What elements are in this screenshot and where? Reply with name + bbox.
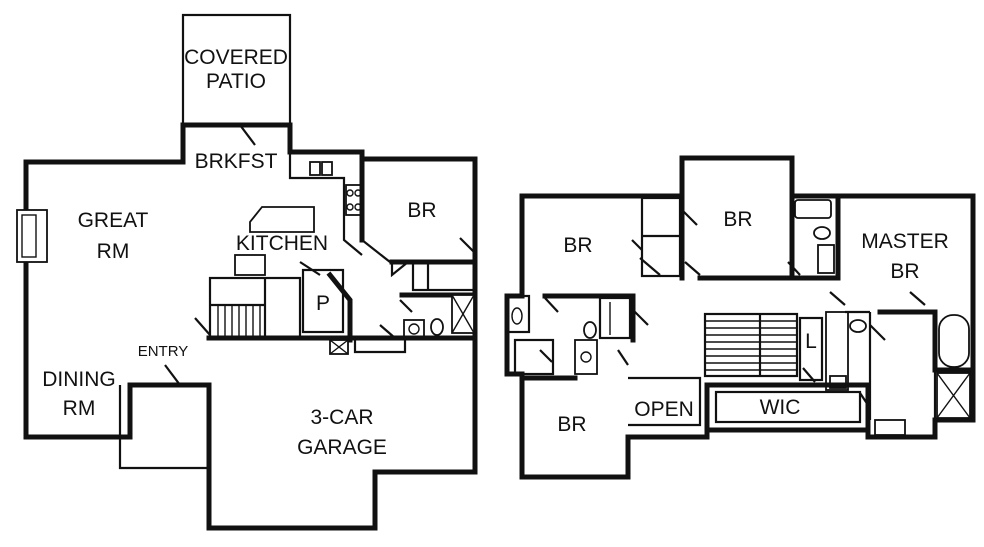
stair-treads: [217, 305, 261, 338]
entry-label: ENTRY: [138, 343, 189, 360]
toilet-icon-4: [583, 321, 597, 339]
wic-label: WIC: [760, 396, 801, 419]
bath-left-vanity: [574, 339, 598, 375]
main-level-labels: COVERED PATIO BRKFST GREAT RM KITCHEN BR…: [42, 46, 436, 459]
main-level-plan: [16, 13, 478, 531]
master-tub-icon: [938, 314, 970, 368]
bathtub-icon: [794, 199, 832, 219]
garage-label-1: 3-CAR: [310, 406, 373, 429]
dining-room-label-2: RM: [63, 397, 96, 420]
linen-label: L: [805, 330, 817, 353]
open-to-below: [628, 376, 702, 427]
pantry-label: P: [316, 292, 330, 315]
master-vanity: [825, 311, 849, 391]
upper-stairs: [703, 312, 799, 378]
upper-stair-treads: [705, 320, 797, 371]
kitchen-label: KITCHEN: [236, 232, 328, 255]
garage-label-2: GARAGE: [297, 436, 387, 459]
master-bedroom-label-2: BR: [890, 260, 919, 283]
wic-shelf: [714, 390, 862, 424]
upper-level-plan: [504, 155, 976, 480]
toilet-icon-2: [813, 226, 831, 240]
vanity-icon: [817, 244, 835, 274]
linen-closet: [798, 316, 824, 382]
upper-bedroom-center-label: BR: [723, 208, 752, 231]
covered-patio-label-1: COVERED: [184, 46, 288, 69]
bath-left-tub: [598, 296, 632, 340]
toilet-icon: [430, 318, 444, 336]
great-room-label-2: RM: [97, 240, 130, 263]
great-room-label-1: GREAT: [78, 209, 149, 232]
dining-room-label-1: DINING: [42, 368, 116, 391]
pantry-outline: [301, 268, 345, 334]
covered-patio-label-2: PATIO: [206, 70, 266, 93]
upper-bedroom-left-label: BR: [563, 234, 592, 257]
main-level-exterior-wall: [23, 122, 478, 531]
upper-bedroom-bottom-label: BR: [557, 413, 586, 436]
master-bedroom-label-1: MASTER: [861, 230, 949, 253]
upper-level-labels: BR BR MASTER BR BR OPEN WIC L: [557, 208, 948, 436]
front-porch: [118, 385, 209, 470]
kitchen-island: [249, 206, 315, 233]
closet-bottom-left: [513, 338, 555, 376]
master-sink-icon: [874, 419, 906, 436]
kitchen-counter: [288, 152, 363, 256]
open-label: OPEN: [634, 398, 694, 421]
breakfast-label: BRKFST: [195, 150, 278, 173]
main-stairs: [208, 276, 302, 340]
toilet-icon-3: [849, 319, 867, 333]
bath-sink-icon: [403, 319, 425, 339]
bedroom-closet: [411, 260, 477, 292]
sink-icon: [309, 161, 321, 176]
bedroom-label: BR: [407, 199, 436, 222]
